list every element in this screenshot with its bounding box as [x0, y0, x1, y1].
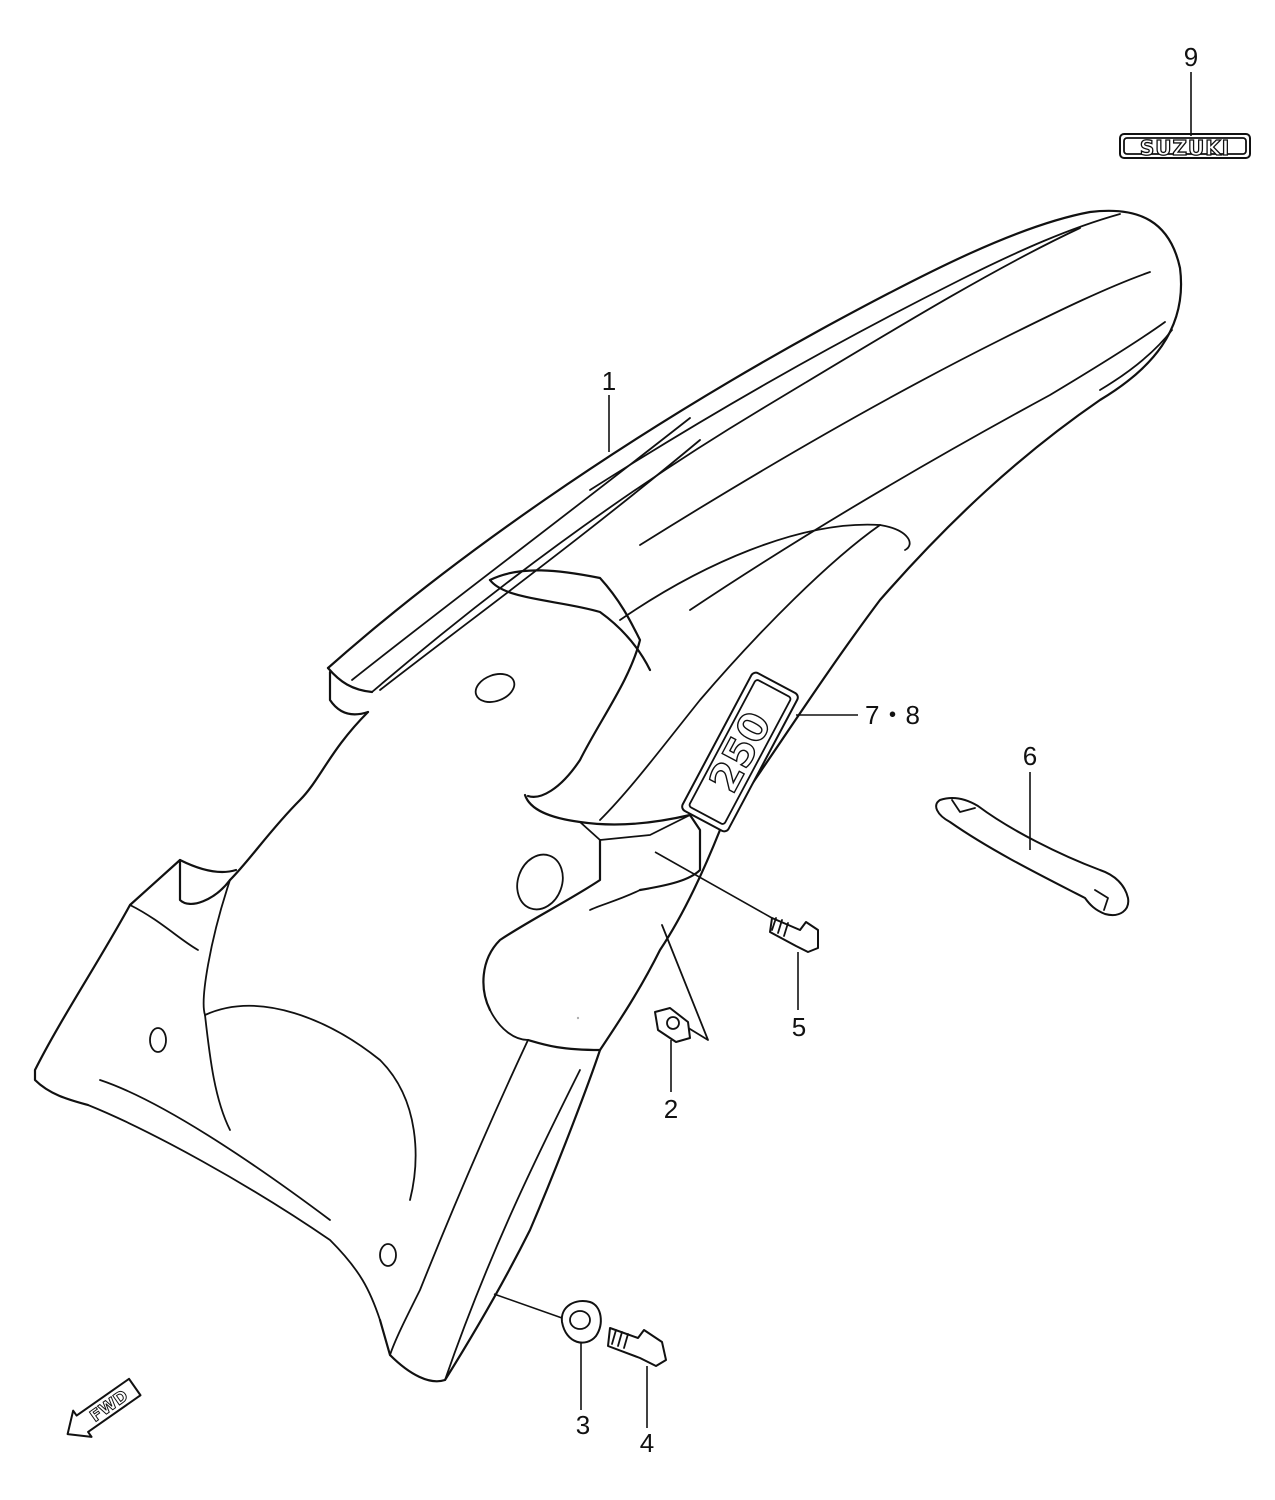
callout-2: 2	[664, 1094, 678, 1124]
callout-7-8: 7・8	[865, 700, 920, 730]
callout-numbers: 1 2 3 4 5 6 7・8 9	[576, 42, 1198, 1458]
bolt-4	[607, 1327, 667, 1367]
callout-3: 3	[576, 1410, 590, 1440]
callout-4: 4	[640, 1428, 654, 1458]
forward-arrow-icon: FWD	[66, 1377, 142, 1438]
callout-5: 5	[792, 1012, 806, 1042]
rear-fender	[33, 209, 1183, 1383]
model-decal: 250	[681, 671, 799, 833]
callout-1: 1	[602, 366, 616, 396]
leader-lines	[493, 72, 1192, 1428]
emblem-text: SUZUKI	[1140, 136, 1230, 160]
suzuki-emblem: SUZUKI	[1119, 133, 1251, 161]
collar-3	[560, 1016, 602, 1344]
callout-9: 9	[1184, 42, 1198, 72]
callout-6: 6	[1023, 741, 1037, 771]
fender-strap	[935, 796, 1130, 916]
bolt-5	[769, 917, 819, 953]
clip-nut	[654, 1007, 691, 1043]
